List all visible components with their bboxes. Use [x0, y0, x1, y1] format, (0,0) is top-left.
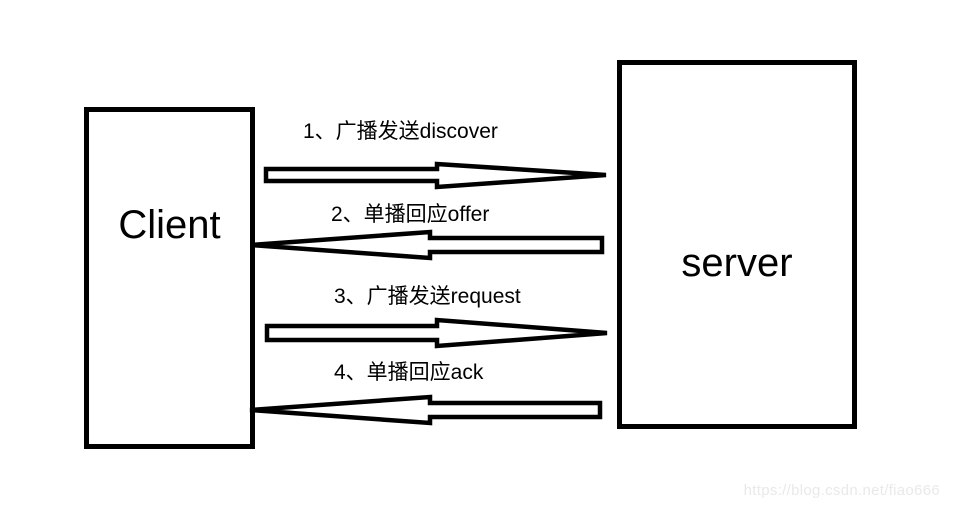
arrow-left-ack-icon [249, 394, 603, 426]
client-node-box: Client [84, 107, 255, 449]
message-label-discover: 1、广播发送discover [303, 120, 498, 143]
csdn-watermark: https://blog.csdn.net/fiao666 [743, 482, 940, 499]
client-node-label: Client [118, 203, 221, 247]
arrow-right-request-icon [264, 317, 608, 349]
arrow-right-discover-icon [263, 161, 607, 190]
server-node-label: server [681, 241, 793, 285]
message-label-request: 3、广播发送request [334, 285, 521, 308]
server-node-box: server [617, 60, 857, 429]
message-label-ack: 4、单播回应ack [334, 361, 484, 384]
message-label-offer: 2、单播回应offer [331, 203, 490, 226]
arrow-left-offer-icon [250, 229, 605, 261]
